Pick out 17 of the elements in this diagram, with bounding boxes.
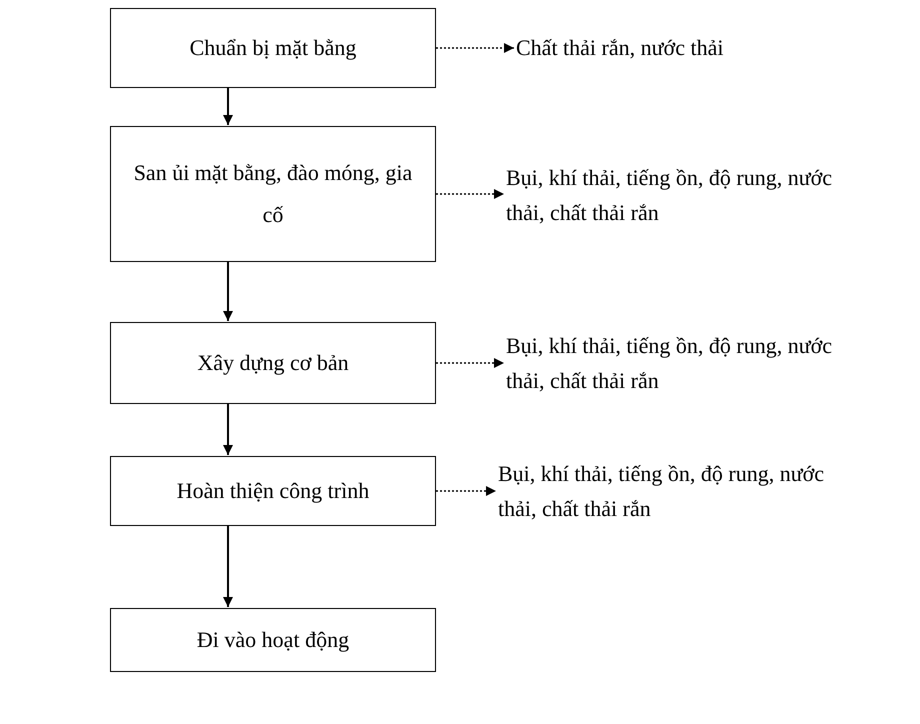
arrow (223, 404, 233, 455)
dotted-arrow (436, 358, 504, 368)
output-text: Chất thải rắn, nước thải (516, 30, 846, 66)
process-box: Đi vào hoạt động (110, 608, 436, 672)
output-text: Bụi, khí thải, tiếng ồn, độ rung, nước thải, chất thải rắn (506, 157, 851, 233)
process-box: Xây dựng cơ bản (110, 322, 436, 404)
arrow (223, 526, 233, 607)
dotted-arrow (436, 486, 496, 496)
process-box: Hoàn thiện công trình (110, 456, 436, 526)
process-box: San ủi mặt bằng, đào móng, gia cố (110, 126, 436, 262)
arrow (223, 88, 233, 125)
process-box: Chuẩn bị mặt bằng (110, 8, 436, 88)
dotted-arrow (436, 43, 514, 53)
output-text: Bụi, khí thải, tiếng ồn, độ rung, nước thải, chất thải rắn (498, 453, 848, 529)
arrow (223, 262, 233, 321)
output-text: Bụi, khí thải, tiếng ồn, độ rung, nước thải, chất thải rắn (506, 325, 851, 401)
dotted-arrow (436, 189, 504, 199)
